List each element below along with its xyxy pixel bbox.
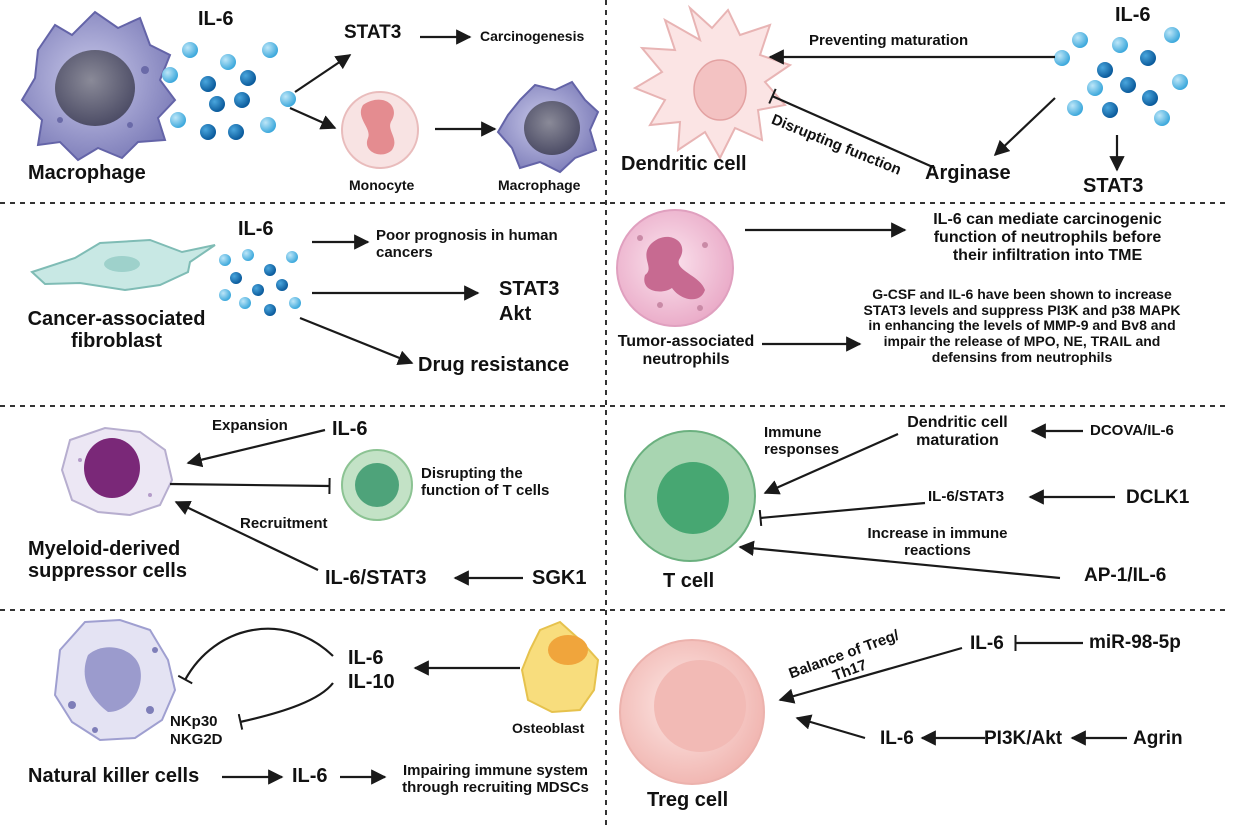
tcell-large-image (624, 430, 756, 562)
il6-label-nk: IL-6 (348, 647, 384, 669)
il10-label: IL-10 (348, 671, 395, 693)
neutrophil-cell-image (616, 209, 734, 327)
osteoblast-label: Osteoblast (512, 720, 585, 736)
macrophage-cell-image (20, 10, 177, 162)
il6-dots-caf (219, 249, 301, 316)
macrophage-small-image (496, 80, 600, 174)
il6-label-dendritic: IL-6 (1115, 4, 1151, 26)
nk-label: Natural killer cells (28, 765, 200, 787)
il6-dots-macrophage (162, 42, 296, 140)
mdsc-cell-image (60, 426, 174, 517)
pi3k-akt-label: PI3K/Akt (984, 728, 1063, 749)
macrophage-small-label: Macrophage (498, 177, 581, 193)
stat3-label-macrophage: STAT3 (344, 22, 402, 43)
fibroblast-cell-image (30, 238, 216, 292)
caf-label: Cancer-associated fibroblast (27, 308, 206, 353)
tcell-label: T cell (663, 570, 715, 592)
expansion-label: Expansion (212, 417, 288, 434)
il6-label-caf: IL-6 (238, 218, 274, 240)
recruitment-label: Recruitment (240, 515, 328, 532)
dclk1-label: DCLK1 (1126, 487, 1190, 508)
tcell-arrows (738, 423, 1115, 580)
tcell-small-image (341, 449, 413, 521)
mdsc-arrows (169, 428, 523, 586)
nk-cell-image (53, 618, 177, 742)
stat3-label-dendritic: STAT3 (1083, 175, 1144, 197)
nkp30-label: NKp30 (170, 713, 218, 730)
increase-immune-label: Increase in immune reactions (867, 525, 1008, 559)
disrupting-tcells-label: Disrupting the function of T cells (421, 465, 550, 499)
preventing-maturation-label: Preventing maturation (809, 32, 969, 49)
treg-arrows (778, 635, 1127, 746)
il6-dots-dendritic (1054, 27, 1188, 126)
carcinogenesis-label: Carcinogenesis (480, 28, 585, 44)
il6-label-treg-2: IL-6 (880, 728, 914, 749)
mir-label: miR-98-5p (1089, 632, 1181, 653)
neutrophil-arrows (745, 222, 907, 352)
caf-arrows (299, 234, 480, 365)
mdsc-label: Myeloid-derived suppressor cells (28, 538, 187, 583)
arginase-label: Arginase (925, 162, 1011, 184)
il6-stat3-label-tcell: IL-6/STAT3 (928, 488, 1005, 505)
immune-responses-label: Immune responses (764, 424, 840, 458)
poor-prognosis-label: Poor prognosis in human cancers (376, 227, 558, 261)
neutrophil-label: Tumor-associated neutrophils (617, 333, 755, 368)
ap1-label: AP-1/IL-6 (1084, 565, 1167, 586)
nkg2d-label: NKG2D (170, 731, 223, 748)
il6-stat3-label-mdsc: IL-6/STAT3 (325, 567, 427, 589)
impairing-label: Impairing immune system through recruiti… (402, 762, 589, 796)
dc-maturation-label: Dendritic cell maturation (907, 414, 1008, 449)
agrin-label: Agrin (1133, 728, 1183, 749)
dcova-label: DCOVA/IL-6 (1090, 422, 1174, 439)
neutrophil-text-1: IL-6 can mediate carcinogenic function o… (933, 211, 1162, 264)
neutrophil-text-2: G-CSF and IL-6 have been shown to increa… (863, 286, 1181, 365)
il6-label-nk-2: IL-6 (292, 765, 328, 787)
treg-label: Treg cell (647, 789, 729, 811)
sgk1-label: SGK1 (532, 567, 587, 589)
dendritic-cell-label: Dendritic cell (621, 153, 747, 175)
drug-resistance-label: Drug resistance (418, 354, 570, 376)
monocyte-label: Monocyte (349, 177, 415, 193)
il6-label-mdsc: IL-6 (332, 418, 368, 440)
dendritic-arrows (768, 49, 1125, 172)
treg-cell-image (619, 639, 765, 785)
il6-label-treg: IL-6 (970, 633, 1004, 654)
macrophage-label: Macrophage (28, 162, 146, 184)
akt-label-caf: Akt (499, 303, 532, 325)
monocyte-cell-image (341, 91, 419, 169)
osteoblast-cell-image (520, 620, 600, 714)
il6-label-macrophage: IL-6 (198, 8, 234, 30)
stat3-label-caf: STAT3 (499, 278, 560, 300)
dendritic-cell-image (632, 4, 793, 161)
macrophage-arrows (289, 29, 497, 137)
nk-arrows (177, 627, 520, 785)
